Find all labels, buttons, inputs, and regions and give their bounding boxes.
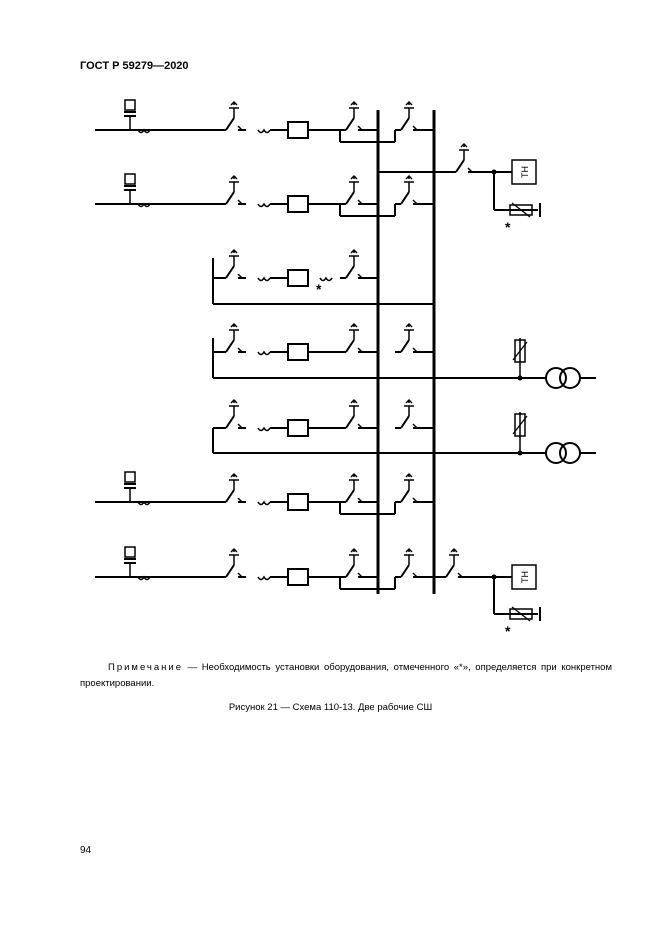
feeder-3: [95, 471, 434, 515]
figure-caption: Рисунок 21 — Схема 110-13. Две рабочие С…: [228, 702, 433, 713]
transformer-feeder-2: [212, 399, 596, 464]
vt-label-2: ТН: [520, 571, 530, 583]
single-line-diagram: ТН * *: [95, 99, 596, 639]
transformer-feeder-1: [212, 323, 596, 389]
asterisk-mark-3: *: [505, 623, 511, 639]
note-label: Примечание: [108, 662, 183, 673]
vt-cell-bottom: ТН *: [434, 548, 541, 639]
feeder-2: [95, 173, 434, 217]
feeder-1: [95, 99, 434, 143]
asterisk-mark: *: [505, 219, 511, 235]
vt-label: ТН: [520, 166, 530, 178]
asterisk-mark-2: *: [316, 281, 322, 297]
note-paragraph: Примечание — Необходимость установки обо…: [80, 660, 612, 692]
note-text: — Необходимость установки оборудования, …: [80, 662, 612, 689]
vt-cell-top: ТН *: [378, 143, 541, 235]
document-header: ГОСТ Р 59279—2020: [80, 60, 189, 72]
page-number: 94: [80, 845, 92, 856]
bus-coupler: *: [212, 249, 434, 305]
feeder-4: [95, 546, 434, 590]
